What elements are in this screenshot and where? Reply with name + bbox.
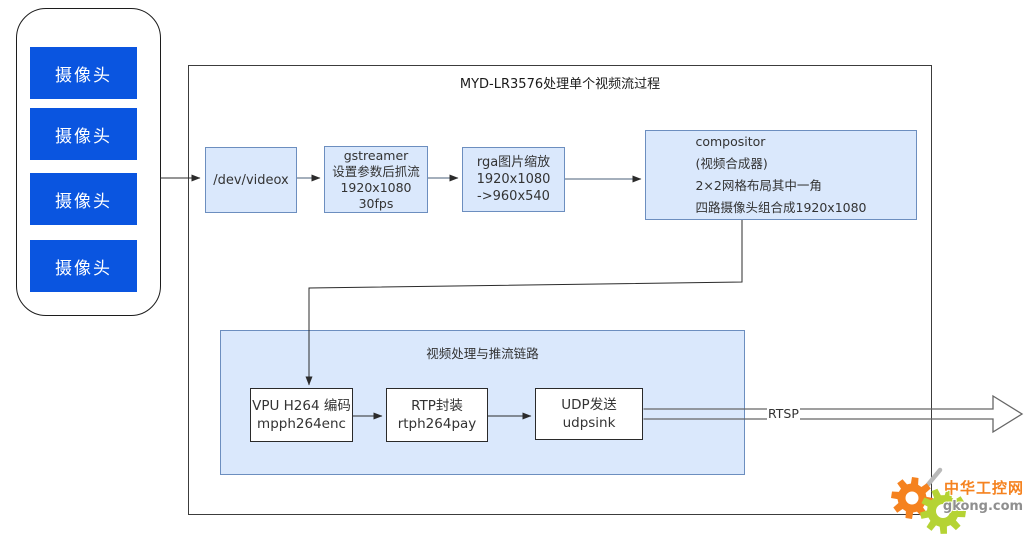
text-line: compositor (695, 134, 766, 149)
camera-label: 摄像头 (55, 258, 112, 279)
stream-section-title: 视频处理与推流链路 (426, 346, 539, 361)
watermark-domain: gkong.com (943, 499, 1023, 514)
camera-label: 摄像头 (55, 126, 112, 147)
gear-icon (920, 488, 966, 534)
node-rtp-payloader: RTP封装 rtph264pay (386, 388, 488, 442)
text-line: gstreamer (343, 147, 409, 163)
camera-node: 摄像头 (30, 173, 137, 225)
text-line: (视频合成器) (695, 156, 768, 171)
camera-group-panel: 摄像头 摄像头 摄像头 摄像头 (16, 8, 161, 316)
gkong-watermark: 中华工控网 gkong.com (891, 467, 1024, 534)
watermark-site-name: 中华工控网 (944, 479, 1024, 497)
node-vpu-encoder: VPU H264 编码 mpph264enc (250, 388, 353, 442)
node-dev-videox: /dev/videox (205, 147, 297, 213)
text-line: ->960x540 (477, 189, 550, 204)
node-udp-sink: UDP发送 udpsink (535, 388, 643, 440)
node-rga-scaler: rga图片缩放 1920x1080 ->960x540 (462, 147, 565, 212)
text-line: 四路摄像头组合成1920x1080 (695, 200, 867, 215)
text-line: rga图片缩放 (476, 155, 551, 170)
text-line: 1920x1080 (340, 179, 412, 195)
camera-label: 摄像头 (55, 65, 112, 86)
tool-icon (923, 467, 943, 490)
camera-node: 摄像头 (30, 108, 137, 160)
process-boundary-box: MYD-LR3576处理单个视频流过程 (188, 65, 932, 515)
gear-icon (891, 477, 933, 519)
text-line: 30fps (358, 195, 394, 211)
camera-node: 摄像头 (30, 47, 137, 99)
text-line: 设置参数后抓流 (332, 163, 420, 179)
text-line: VPU H264 编码 (252, 398, 351, 414)
camera-label: 摄像头 (55, 191, 112, 212)
compositor-text: compositor (视频合成器) 2×2网格布局其中一角四路摄像头组合成1920… (695, 131, 866, 219)
text-line: rtph264pay (397, 416, 477, 432)
process-title: MYD-LR3576处理单个视频流过程 (459, 77, 661, 92)
text-line: 2×2网格布局其中一角 (695, 178, 822, 193)
camera-node: 摄像头 (30, 240, 137, 292)
text-line: RTP封装 (411, 398, 463, 414)
text-line: UDP发送 (561, 397, 617, 413)
node-compositor: compositor (视频合成器) 2×2网格布局其中一角四路摄像头组合成1920… (645, 130, 917, 220)
text-line: 1920x1080 (476, 172, 551, 187)
text-line: mpph264enc (257, 416, 346, 432)
text-line: /dev/videox (213, 172, 289, 188)
rtsp-output-label: RTSP (767, 406, 800, 421)
text-line: udpsink (562, 415, 616, 431)
